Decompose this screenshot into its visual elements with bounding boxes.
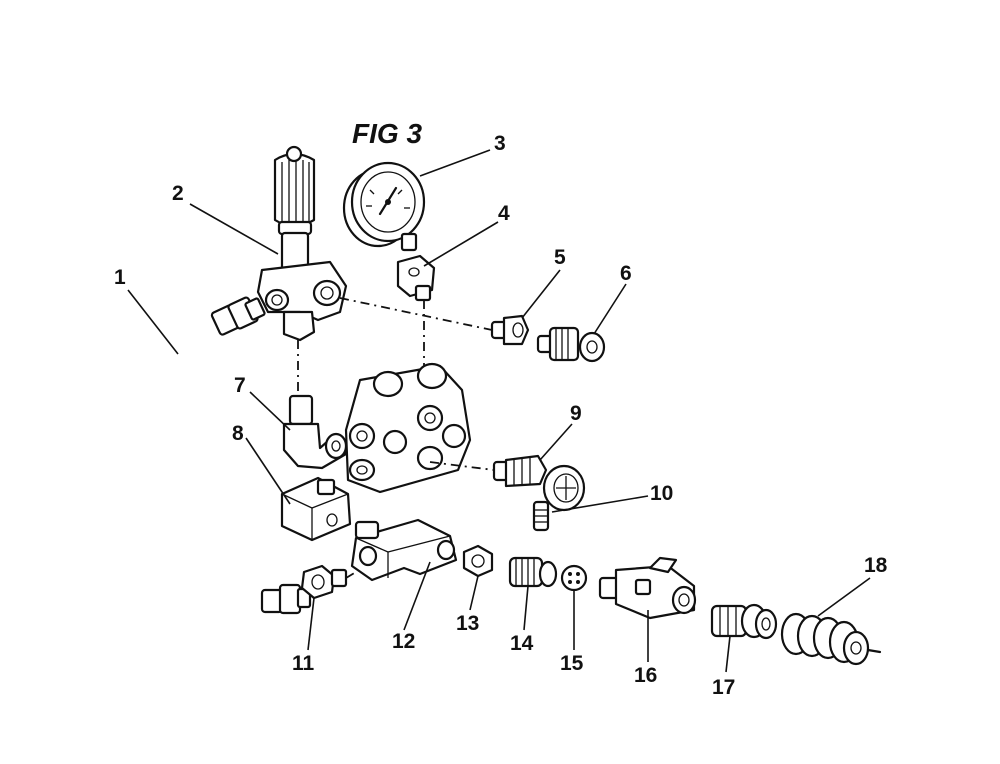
callout-16: 16 — [634, 664, 657, 687]
callout-2: 2 — [172, 182, 184, 205]
callout-15: 15 — [560, 652, 584, 675]
part-3-pressure-gauge — [342, 161, 426, 252]
part-5-fitting — [490, 314, 530, 346]
part-14-spring-fitting — [508, 556, 558, 588]
manifold-block — [344, 362, 472, 494]
part-7-elbow — [282, 394, 348, 470]
callout-1: 1 — [114, 266, 126, 289]
part-15-filter-screen — [560, 564, 588, 592]
leader-lines — [127, 149, 871, 673]
figure-title: FIG 3 — [352, 118, 422, 149]
callout-11: 11 — [292, 652, 315, 675]
part-17-coupler — [710, 603, 778, 640]
callout-5: 5 — [554, 246, 566, 269]
part-10-nipple — [532, 500, 550, 532]
callout-13: 13 — [456, 612, 479, 635]
part-6-fitting — [536, 326, 606, 363]
callout-6: 6 — [620, 262, 632, 285]
callout-14: 14 — [510, 632, 534, 655]
part-16-ball-valve — [598, 556, 697, 620]
callout-7: 7 — [234, 374, 246, 397]
callout-10: 10 — [650, 482, 673, 505]
callout-17: 17 — [712, 676, 735, 699]
callout-3: 3 — [494, 132, 506, 155]
callout-12: 12 — [392, 630, 415, 653]
callout-labels: 1 2 3 4 5 6 7 8 9 10 11 12 13 14 15 16 1… — [114, 132, 888, 699]
part-8-block-fitting — [280, 476, 352, 542]
part-11-nut — [300, 564, 348, 600]
part-13-hex-nut — [462, 544, 494, 578]
callout-18: 18 — [864, 554, 888, 577]
callout-9: 9 — [570, 402, 582, 425]
part-18-quick-coupler — [780, 612, 882, 666]
part-12-tee-block — [350, 518, 458, 582]
part-2-unloader-valve — [256, 145, 348, 342]
callout-8: 8 — [232, 422, 244, 445]
part-1-hose — [144, 296, 312, 615]
assembly-centerlines — [297, 297, 495, 579]
callout-4: 4 — [498, 202, 510, 225]
